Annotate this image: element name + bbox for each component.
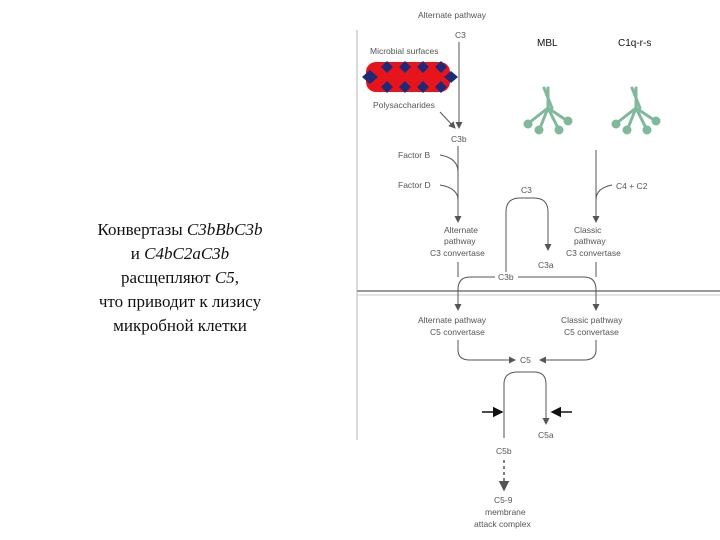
microbial-surfaces-label: Microbial surfaces [370,46,439,56]
mbl-lectin-icon [523,86,573,135]
c3b-mid-label: C3b [498,272,514,282]
classic-c5-convertase-line2: C5 convertase [564,327,619,337]
classic-c5-to-c5-arrow [539,340,597,364]
c4-c2-label: C4 + C2 [616,181,648,191]
c3-top-label: C3 [455,30,466,40]
caption-line-3: расщепляют C5, [121,268,239,287]
alt-c5-convertase-line1: Alternate pathway [418,315,487,325]
polysaccharides-label: Polysaccharides [373,100,435,110]
caption-line-1: Конвертазы C3bBbC3b [97,220,263,239]
alt-c3-convertase-line2: pathway [444,236,476,246]
caption-line-4: что приводит к лизису [98,292,262,311]
c1qrs-icon [611,86,661,135]
microbe-surface-icon [362,61,458,93]
caption-line-5: микробной клетки [113,316,247,335]
factor-b-arrow [439,154,459,173]
c4c2-arrow [595,184,613,201]
mbl-label: MBL [537,38,558,49]
classic-c3-convertase-line1: Classic [574,225,602,235]
factor-d-arrow [439,184,459,201]
c5-split-loop [503,371,550,438]
c3-mid-label: C3 [521,185,532,195]
classic-c3-convertase-line2: pathway [574,236,606,246]
mac-line1: C5-9 [494,495,513,505]
caption-line-2: и C4bC2aC3b [130,244,230,263]
alt-c5-convertase-line2: C5 convertase [430,327,485,337]
c1qrs-label: C1q-r-s [618,38,651,49]
alternate-pathway-title: Alternate pathway [418,10,487,20]
classic-c5-convertase-line1: Classic pathway [561,315,623,325]
c5-label: C5 [520,355,531,365]
alt-c3-convertase-line3: C3 convertase [430,248,485,258]
c5a-label: C5a [538,430,554,440]
alt-c3-convertase-line1: Alternate [444,225,478,235]
c3b-to-classic-c5-arrow [518,276,600,311]
c3-split-loop [505,197,552,251]
classic-c3-convertase-line3: C3 convertase [566,248,621,258]
factor-b-label: Factor B [398,150,430,160]
factor-d-label: Factor D [398,180,431,190]
alt-c5-to-c5-arrow [457,340,516,364]
polysaccharide-arrow [439,111,456,129]
c5b-label: C5b [496,446,512,456]
mac-line2: membrane [485,507,526,517]
caption-text: Конвертазы C3bBbC3b и C4bC2aC3b расщепля… [60,218,300,338]
c3b-to-alt-c5-arrow [454,276,495,311]
c3b-top-label: C3b [451,134,467,144]
mac-line3: attack complex [474,519,531,529]
c3a-label: C3a [538,260,554,270]
